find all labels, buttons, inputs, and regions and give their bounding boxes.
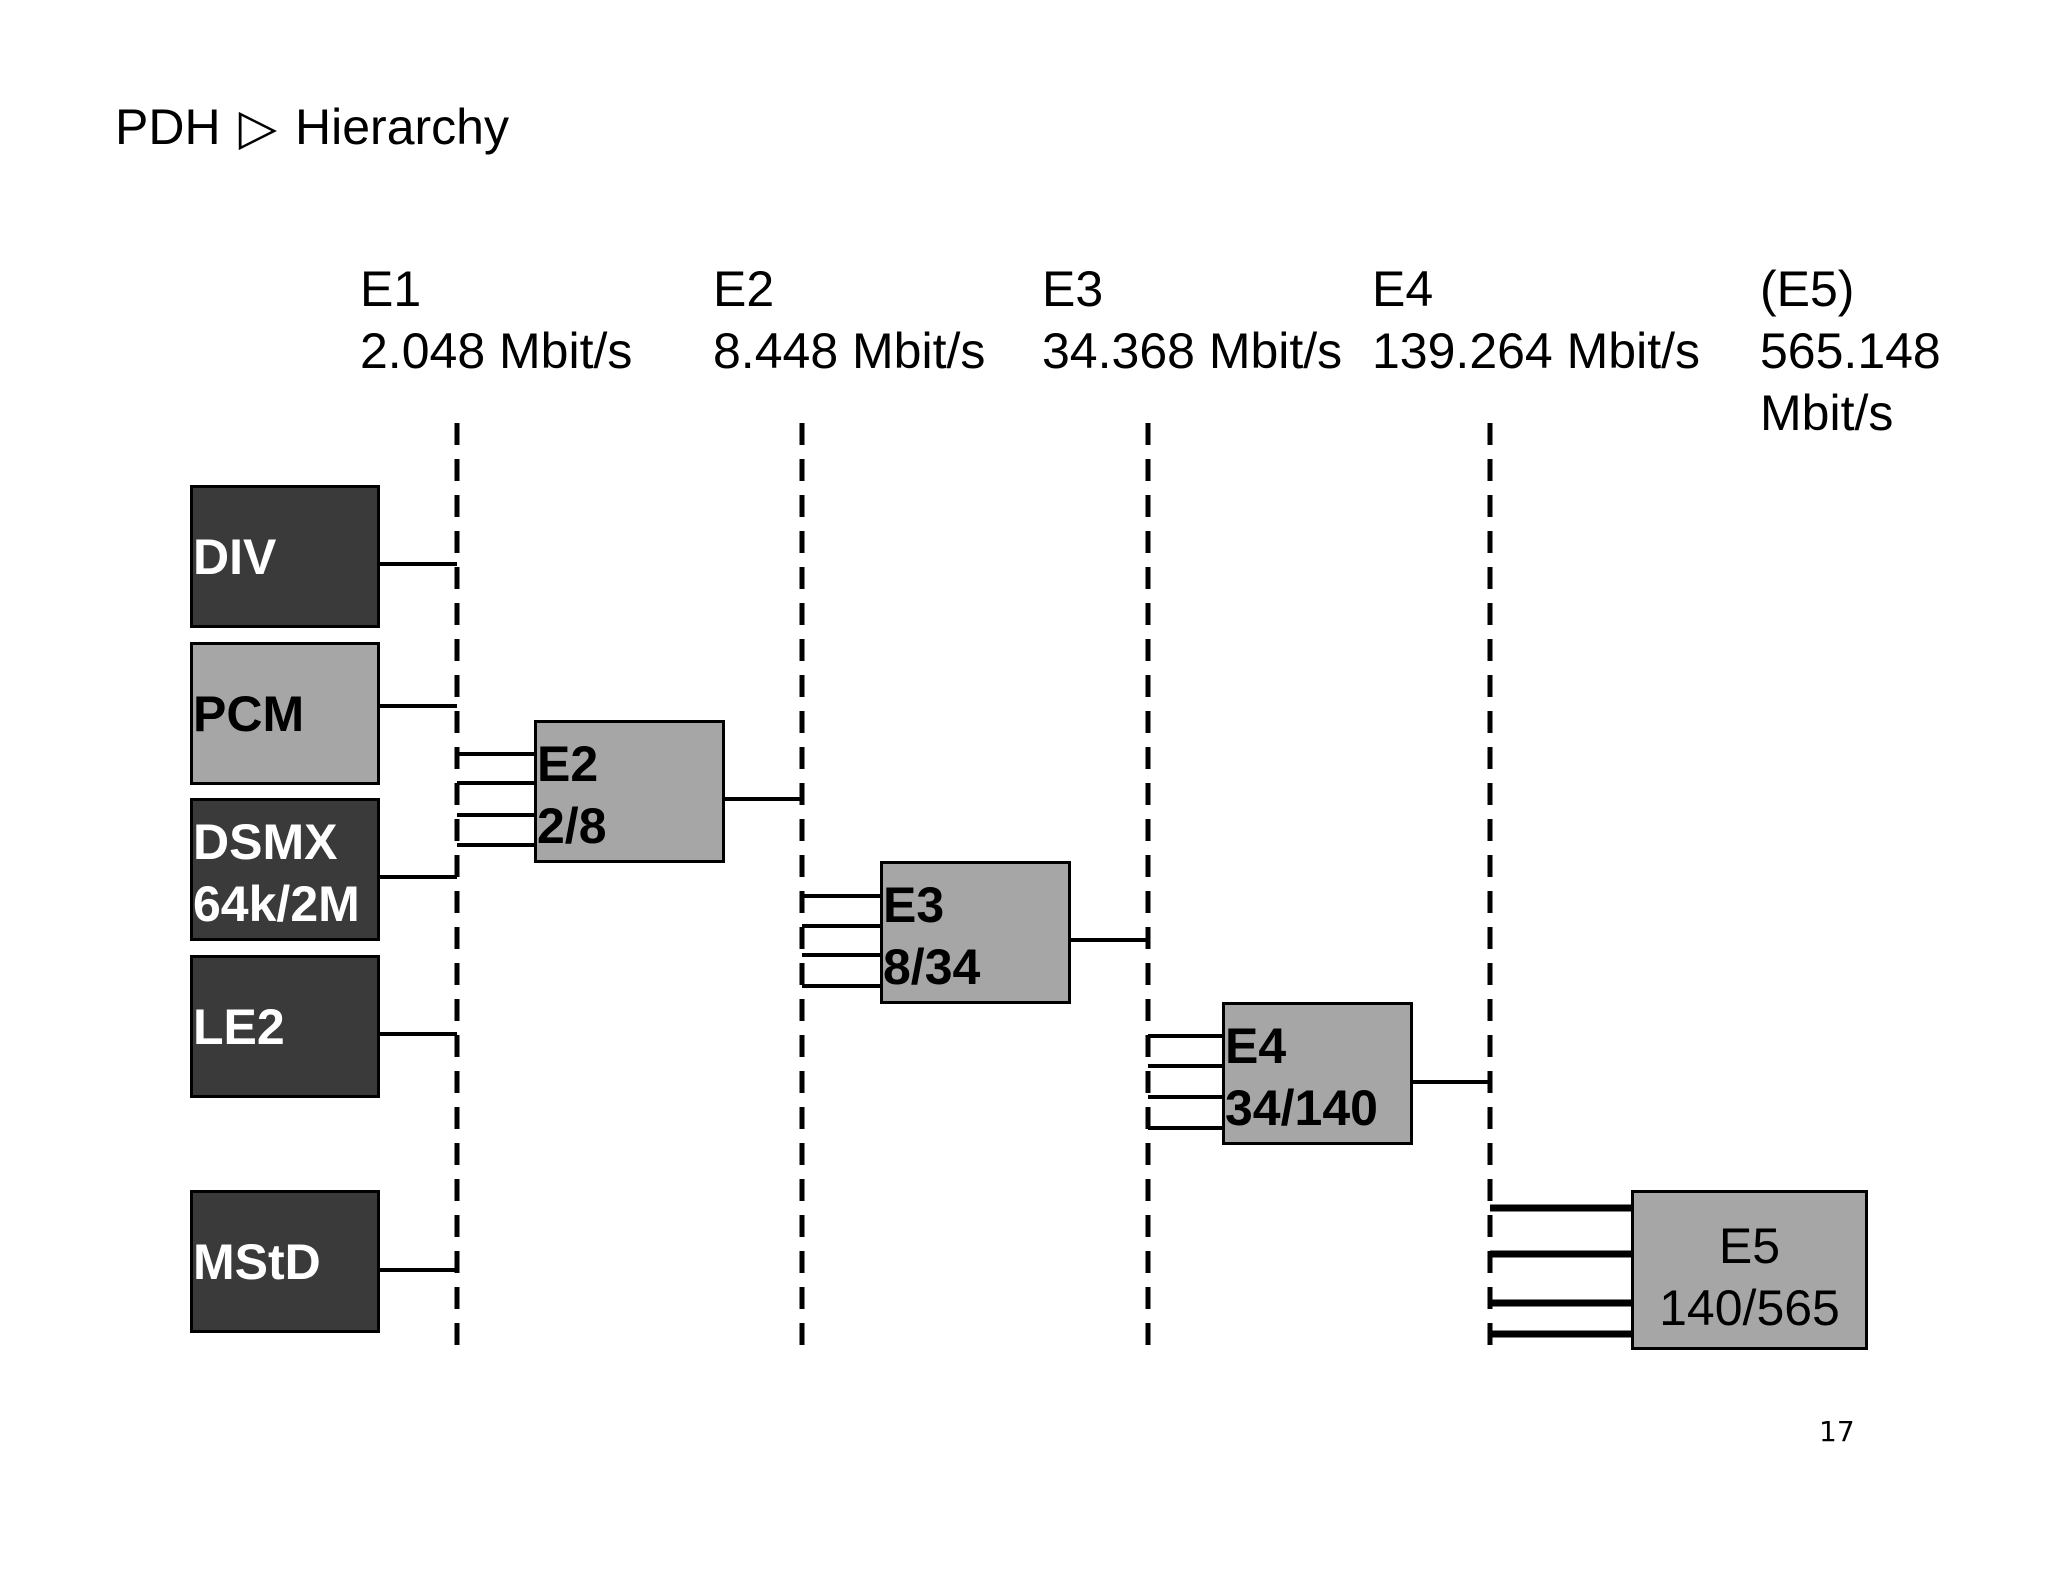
mux-label: E5	[1718, 1218, 1781, 1274]
level-header-e4: E4 139.264 Mbit/s	[1372, 258, 1700, 382]
source-box-div: DIV	[190, 485, 380, 628]
mux-ratio: 34/140	[1225, 1080, 1378, 1136]
level-rate: 34.368 Mbit/s	[1042, 323, 1343, 379]
mux-ratio: 2/8	[537, 798, 607, 854]
level-name: (E5)	[1760, 261, 1855, 317]
source-box-pcm: PCM	[190, 642, 380, 785]
mux-box-e3: E3 8/34	[880, 861, 1071, 1004]
source-box-le2: LE2	[190, 955, 380, 1098]
source-label: LE2	[193, 999, 285, 1055]
title-hierarchy: Hierarchy	[295, 99, 509, 155]
slide-title: PDH ▷ Hierarchy	[115, 102, 509, 152]
source-box-mstd: MStD	[190, 1190, 380, 1333]
page-number: 17	[1819, 1415, 1855, 1448]
source-label: MStD	[193, 1234, 321, 1290]
level-name: E1	[360, 261, 422, 317]
level-rate-unit: Mbit/s	[1760, 385, 1894, 441]
source-label: PCM	[193, 686, 305, 742]
level-rate: 139.264 Mbit/s	[1372, 323, 1700, 379]
mux-label: E3	[883, 877, 945, 933]
level-header-e3: E3 34.368 Mbit/s	[1042, 258, 1342, 382]
level-rate: 565.148	[1760, 323, 1941, 379]
mux-box-e4: E4 34/140	[1222, 1002, 1413, 1145]
triangle-right-icon: ▷	[238, 99, 278, 155]
level-rate: 8.448 Mbit/s	[713, 323, 986, 379]
level-rate: 2.048 Mbit/s	[360, 323, 633, 379]
mux-label: E2	[537, 736, 599, 792]
mux-ratio: 140/565	[1659, 1280, 1840, 1336]
source-label-rate: 64k/2M	[193, 876, 360, 932]
level-header-e5: (E5) 565.148 Mbit/s	[1760, 258, 1941, 444]
mux-ratio: 8/34	[883, 939, 981, 995]
level-name: E2	[713, 261, 775, 317]
mux-box-e2: E2 2/8	[534, 720, 725, 863]
title-pdh: PDH	[115, 99, 221, 155]
source-label: DIV	[193, 529, 277, 585]
source-label: DSMX	[193, 814, 338, 870]
mux-box-e5: E5 140/565	[1631, 1190, 1868, 1350]
level-header-e1: E1 2.048 Mbit/s	[360, 258, 632, 382]
level-header-e2: E2 8.448 Mbit/s	[713, 258, 985, 382]
level-name: E4	[1372, 261, 1434, 317]
mux-label: E4	[1225, 1018, 1287, 1074]
source-box-dsmx: DSMX 64k/2M	[190, 798, 380, 941]
level-name: E3	[1042, 261, 1104, 317]
